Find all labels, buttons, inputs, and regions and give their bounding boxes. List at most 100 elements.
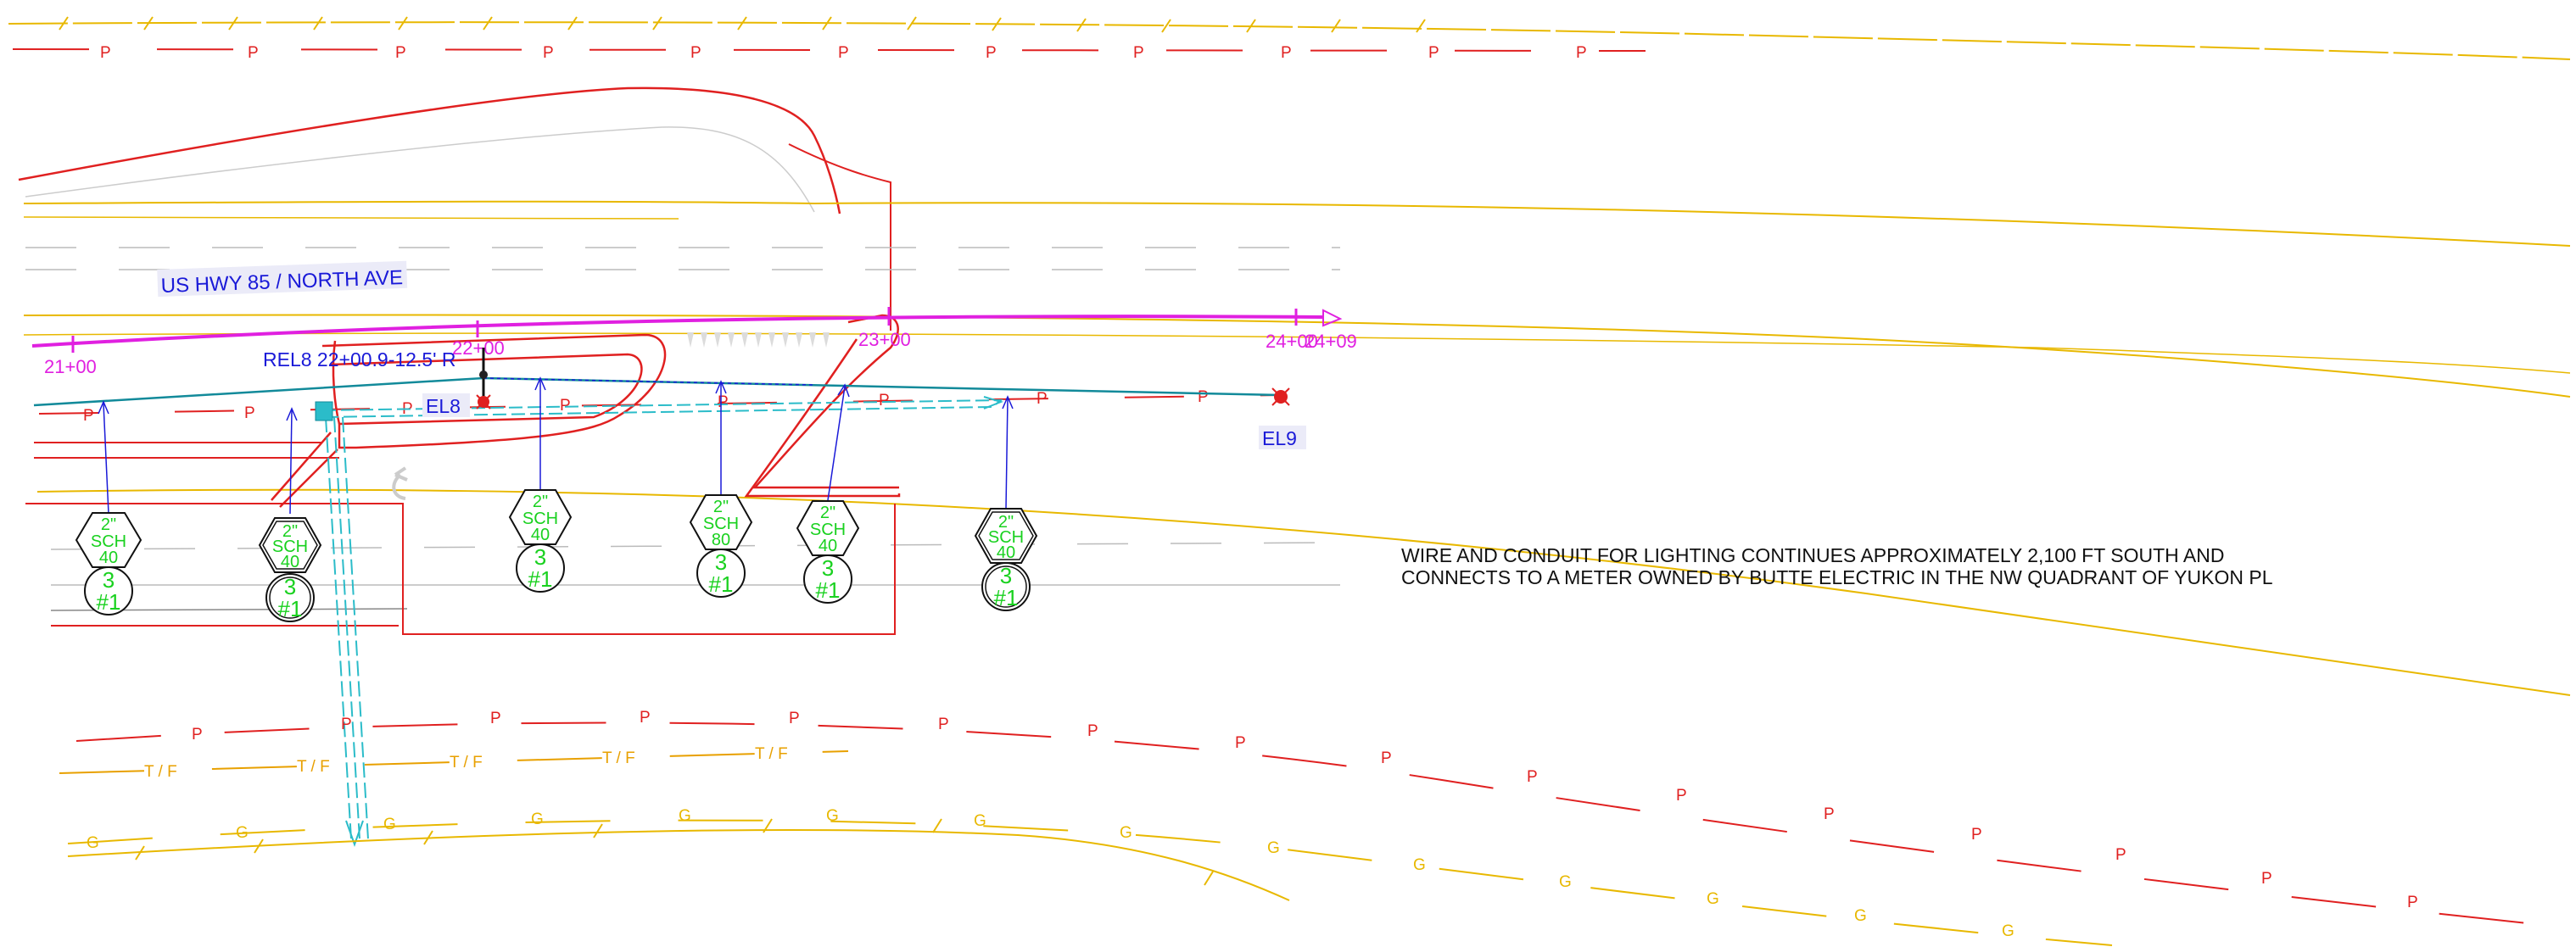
telecom-code: T / F	[450, 754, 483, 772]
power-code: P	[1676, 787, 1687, 805]
telecom-code: T / F	[144, 763, 177, 781]
gas-code: G	[1707, 890, 1719, 908]
callout-6: 2" SCH 40 3 #1	[974, 508, 1038, 611]
conduit-size: 2"	[101, 515, 116, 534]
power-code: P	[341, 716, 352, 733]
lighting-wire	[33, 376, 1282, 847]
power-code: P	[640, 709, 651, 727]
power-code: P	[244, 404, 255, 422]
power-code: P	[838, 44, 849, 62]
conduit-grade: 40	[99, 549, 118, 567]
telecom-code: T / F	[602, 749, 635, 767]
turn-island	[744, 314, 901, 498]
note-line-2: CONNECTS TO A METER OWNED BY BUTTE ELECT…	[1401, 566, 2273, 588]
power-code: P	[1198, 388, 1209, 406]
wire-gauge: #1	[278, 596, 303, 621]
callout-4: 2" SCH 80 3 #1	[689, 494, 753, 598]
top-power-line: P P P P P P P P P P P	[12, 44, 1646, 62]
station-24-09: 24+09	[1305, 331, 1357, 352]
power-code: P	[2261, 870, 2272, 888]
conduit-size: 2"	[713, 498, 729, 516]
power-code: P	[490, 710, 501, 727]
power-code: P	[2407, 894, 2418, 911]
crosswalk-hatch	[687, 332, 830, 348]
gas-code: G	[87, 834, 99, 852]
wire-count: 3	[822, 555, 834, 581]
callout-3: 2" SCH 40 3 #1	[508, 489, 573, 593]
wire-count: 3	[103, 567, 115, 593]
power-code: P	[100, 44, 111, 62]
conduit-size: 2"	[282, 522, 298, 541]
power-code: P	[83, 407, 94, 425]
power-code: P	[248, 44, 259, 62]
turn-arrow-marking	[392, 466, 408, 500]
power-code: P	[1824, 805, 1835, 823]
wire-count: 3	[534, 544, 546, 570]
power-code: P	[192, 726, 203, 744]
power-code: P	[690, 44, 701, 62]
road-power-line: P P P P P P P P	[38, 388, 1282, 425]
gas-code: G	[383, 816, 396, 833]
luminaire-el8	[476, 348, 491, 409]
wire-gauge: #1	[994, 585, 1019, 610]
lower-power-line: P P P P P P P P P P P P P P P P	[75, 709, 2537, 925]
conduit-grade: 40	[281, 553, 299, 571]
power-code: P	[879, 392, 890, 409]
telecom-code: T / F	[755, 745, 788, 763]
rel-station-label: REL8 22+00.9-12.5' R	[263, 348, 456, 370]
gas-code: G	[974, 812, 986, 830]
power-code: P	[1527, 768, 1538, 786]
wire-count: 3	[715, 549, 727, 575]
conduit-grade: 40	[819, 537, 837, 555]
conduit-grade: 40	[531, 526, 550, 544]
power-code: P	[1381, 749, 1392, 767]
power-code: P	[395, 44, 406, 62]
gas-code: G	[1267, 839, 1280, 857]
conduit-type: SCH	[522, 510, 558, 528]
callout-leaders	[98, 376, 1014, 515]
gas-code: G	[1854, 907, 1867, 925]
power-code: P	[1971, 826, 1982, 844]
gas-code: G	[531, 811, 544, 828]
conduit-type: SCH	[810, 521, 846, 539]
callout-1: 2" SCH 40 3 #1	[75, 512, 142, 616]
gas-code: G	[2002, 922, 2014, 940]
wire-gauge: #1	[816, 577, 841, 603]
wire-count: 3	[1000, 563, 1012, 588]
conduit-grade: 40	[997, 543, 1015, 562]
power-code: P	[1133, 44, 1144, 62]
wire-count: 3	[284, 574, 296, 599]
gas-code: G	[1120, 824, 1132, 842]
wire-gauge: #1	[709, 571, 734, 597]
power-code: P	[560, 397, 571, 415]
power-code: P	[2115, 846, 2126, 864]
telecom-fiber-line: T / F T / F T / F T / F T / F	[59, 745, 849, 781]
lower-lane-outline	[25, 442, 896, 635]
top-yellow-line	[8, 16, 2571, 60]
power-code: P	[543, 44, 554, 62]
conduit-type: SCH	[272, 538, 308, 556]
power-code: P	[1087, 722, 1098, 740]
luminaire-el9	[1271, 387, 1290, 406]
gas-code: G	[1413, 856, 1426, 874]
gas-code: G	[826, 807, 839, 825]
wire-gauge: #1	[97, 589, 121, 615]
callout-5: 2" SCH 40 3 #1	[796, 500, 860, 604]
station-21: 21+00	[44, 356, 97, 377]
telecom-code: T / F	[297, 758, 330, 776]
power-code: P	[1428, 44, 1439, 62]
gas-code: G	[236, 824, 249, 842]
station-24: 24+00	[1266, 331, 1318, 352]
station-22: 22+00	[452, 337, 505, 359]
conduit-size: 2"	[820, 504, 835, 522]
road-edges	[18, 86, 2571, 696]
power-code: P	[938, 716, 949, 733]
conduit-type: SCH	[703, 515, 739, 533]
power-code: P	[1576, 44, 1587, 62]
power-code: P	[1235, 734, 1246, 752]
conduit-type: SCH	[91, 532, 126, 551]
conduit-type: SCH	[988, 528, 1024, 547]
el9-label: EL9	[1262, 427, 1297, 449]
gas-code: G	[1559, 873, 1572, 891]
